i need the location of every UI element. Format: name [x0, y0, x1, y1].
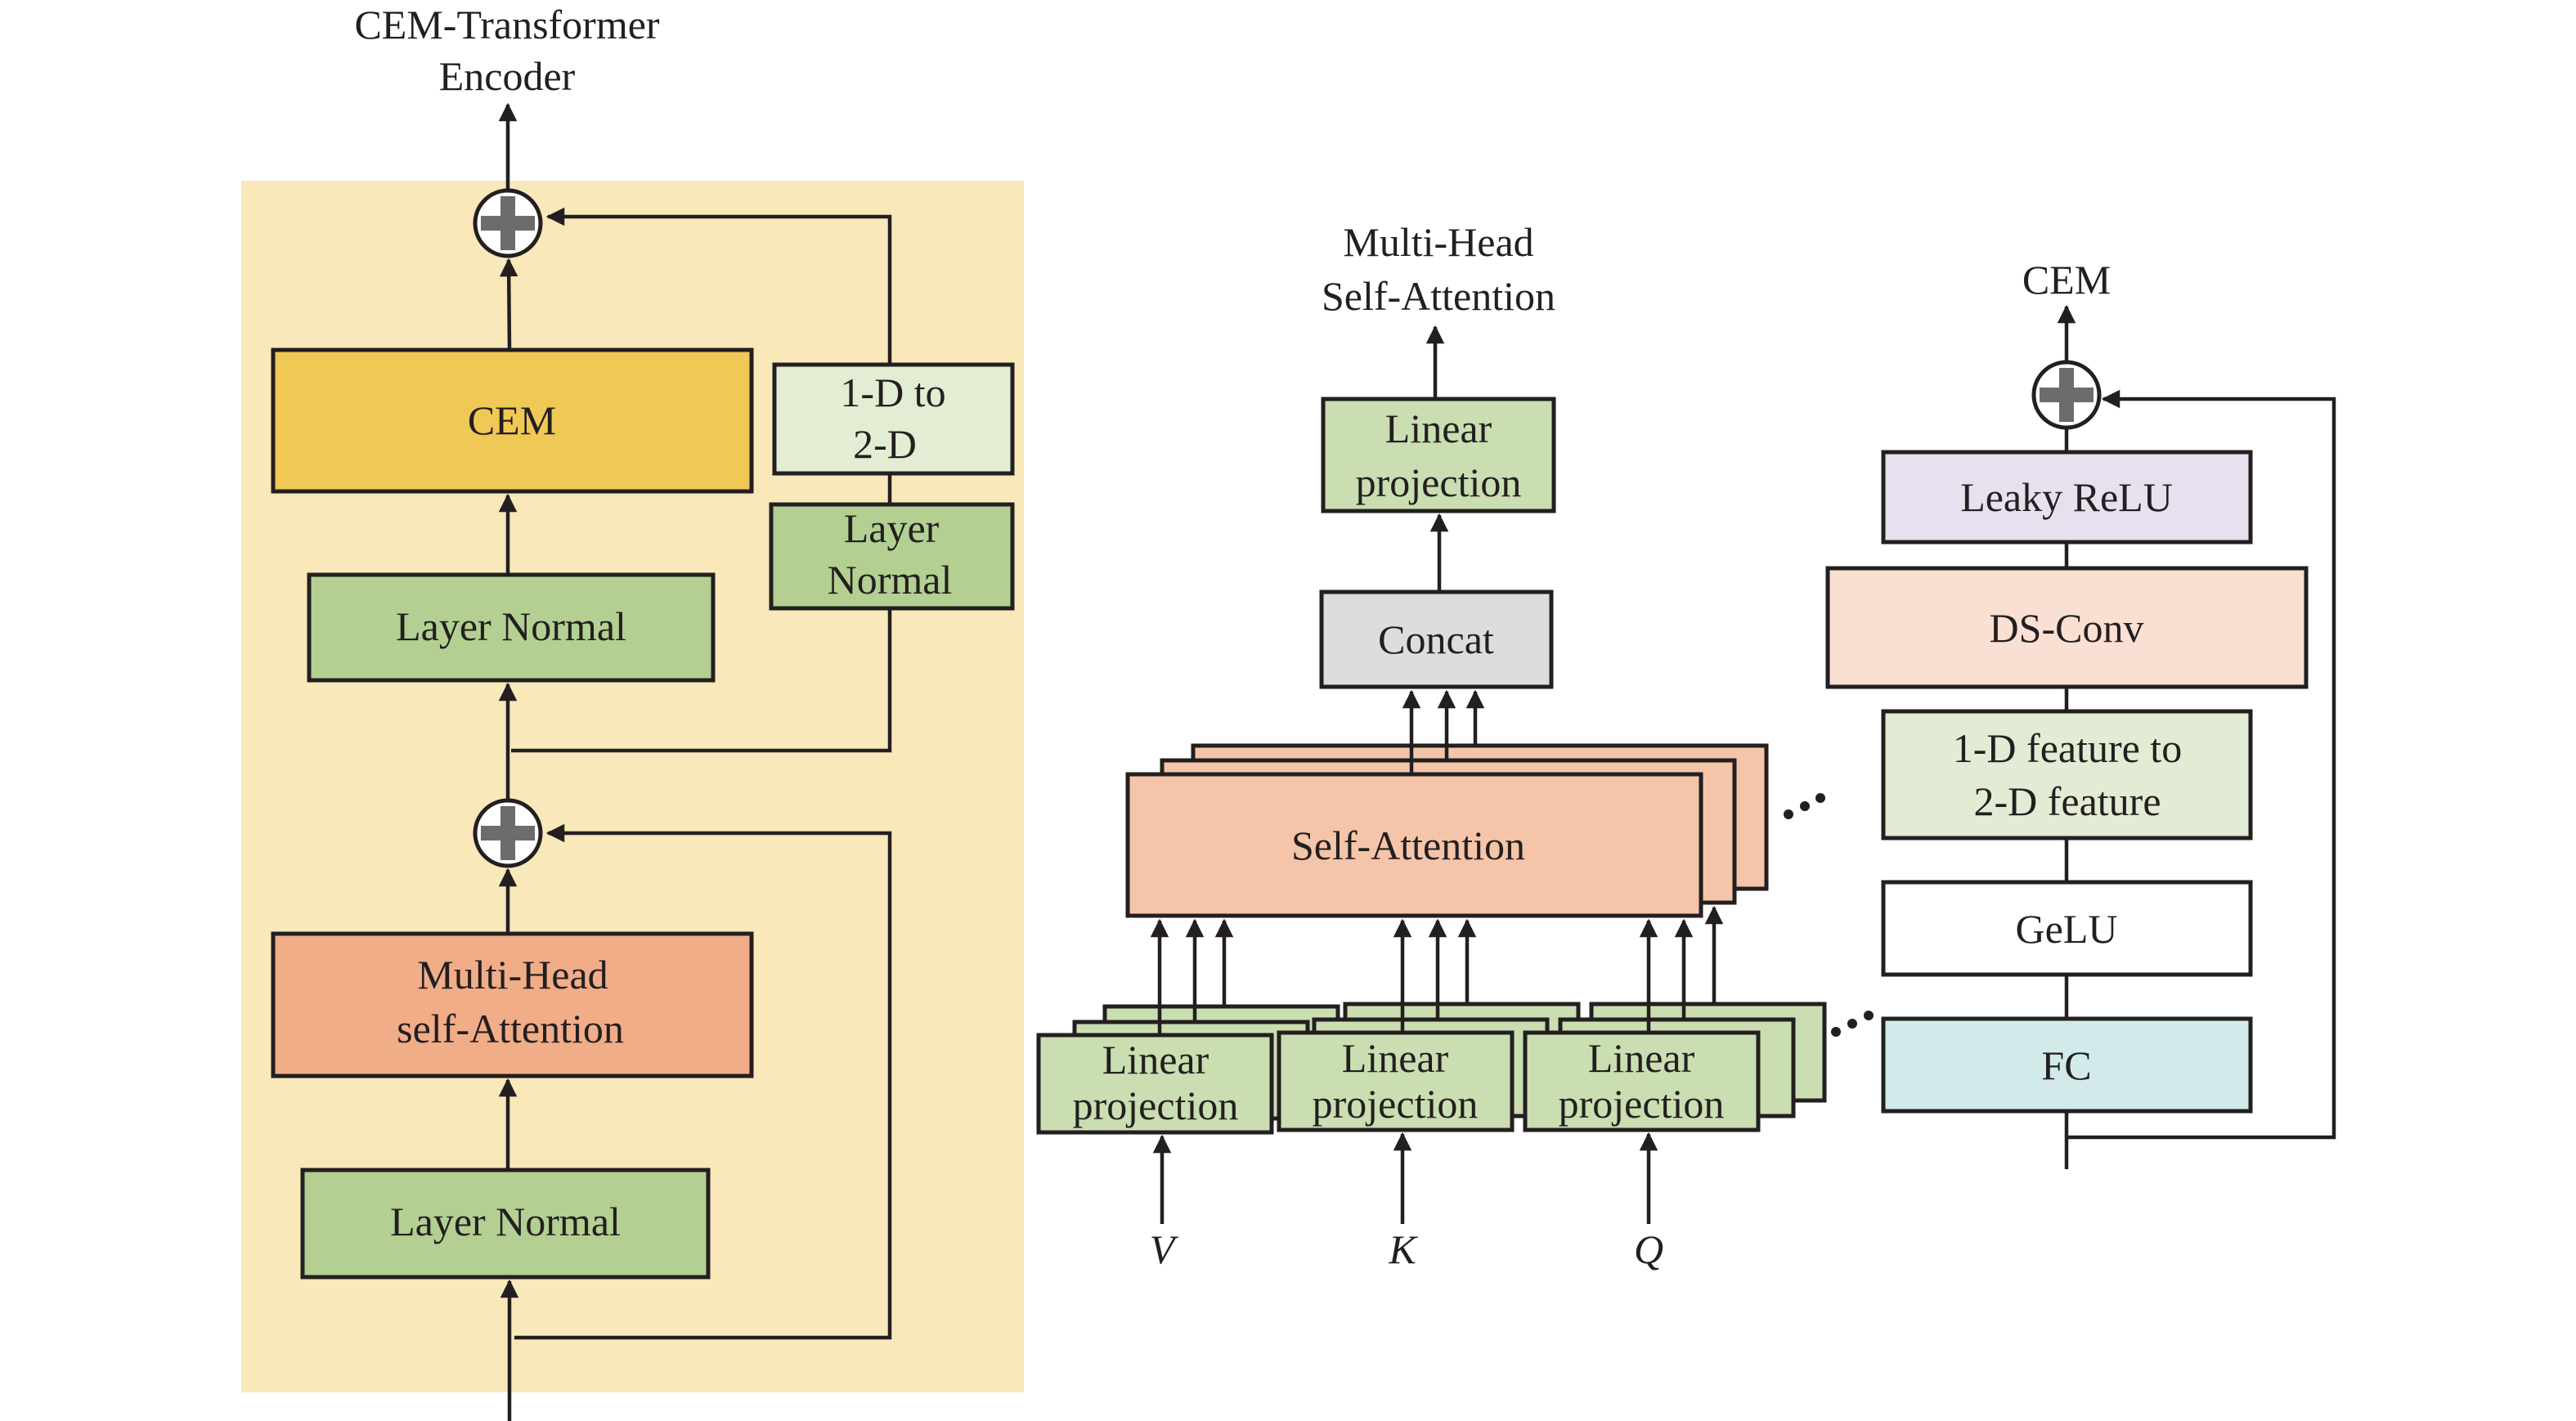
linear-projection-k-box [1277, 1030, 1515, 1132]
mhsa-title-line1: Multi-Head [1343, 219, 1533, 265]
mhsa-box [271, 931, 754, 1078]
projection-to-attention-arrows [1150, 905, 1724, 1035]
plus-circle-icon [475, 800, 541, 866]
side-norm-line2: Normal [828, 557, 953, 603]
layer-normal-bottom-box [300, 1168, 711, 1280]
leaky-relu-box [1881, 450, 2253, 545]
mhsa-label-line1: Multi-Head [417, 952, 608, 997]
cem-title: CEM [2022, 257, 2111, 303]
heads-ellipsis-icon [1784, 793, 1825, 819]
linear-projection-q-box [1523, 1030, 1761, 1132]
concat-box [1319, 589, 1554, 689]
encoder-section: CEM-Transformer Encoder CEM 1-D to 2-D L… [241, 2, 1024, 1421]
projection-k-line1: Linear [1342, 1035, 1449, 1081]
mhsa-title-line2: Self-Attention [1322, 273, 1555, 319]
fc-label: FC [2041, 1042, 2091, 1088]
side-layer-normal-box [769, 502, 1015, 611]
cem-residual-arrow [2067, 389, 2336, 1140]
gelu-label: GeLU [2016, 906, 2118, 952]
layer-normal-bottom-label: Layer Normal [390, 1199, 621, 1244]
ds-conv-label: DS-Conv [1990, 605, 2144, 651]
plus-circle-icon [475, 191, 541, 256]
projections-ellipsis-icon [1831, 1011, 1874, 1037]
encoder-title-line2: Encoder [439, 53, 576, 99]
concat-label: Concat [1378, 616, 1494, 662]
leaky-relu-label: Leaky ReLU [1960, 474, 2173, 520]
cem-box-label: CEM [468, 397, 556, 443]
feature-reshape-line1: 1-D feature to [1953, 725, 2182, 771]
cem-box [271, 347, 754, 494]
linear-projection-v-box [1036, 1033, 1274, 1135]
residual-branch-bottom-arrow [514, 823, 892, 1340]
encoder-title-line1: CEM-Transformer [354, 2, 659, 47]
layer-normal-top-label: Layer Normal [396, 603, 626, 649]
mhsa-label-line2: self-Attention [397, 1006, 624, 1051]
layer-normal-top-box [307, 572, 716, 683]
output-proj-line2: projection [1356, 459, 1522, 505]
reshape-label-line2: 2-D [853, 421, 917, 467]
reshape-label-line1: 1-D to [840, 370, 945, 415]
side-norm-line1: Layer [844, 505, 940, 551]
input-k-label: K [1388, 1226, 1418, 1272]
projection-v-line2: projection [1073, 1083, 1239, 1128]
projection-k-line2: projection [1313, 1081, 1479, 1127]
ds-conv-box [1825, 566, 2309, 689]
input-q-label: Q [1634, 1226, 1663, 1272]
reshape-1d-to-2d-box [772, 362, 1015, 476]
residual-branch-top-arrow [545, 207, 892, 365]
side-branch-line [511, 608, 892, 753]
mhsa-section: Multi-Head Self-Attention Linear project… [1036, 219, 1874, 1272]
feature-reshape-line2: 2-D feature [1973, 778, 2161, 824]
self-attention-head-1 [1125, 772, 1703, 918]
projection-v-line1: Linear [1102, 1037, 1209, 1083]
gelu-box [1881, 880, 2253, 977]
cem-section: CEM Leaky ReLU DS-Conv 1-D feature to 2-… [1825, 257, 2336, 1169]
input-v-label: V [1150, 1226, 1179, 1272]
projection-q-line2: projection [1559, 1081, 1725, 1127]
fc-box [1881, 1016, 2253, 1114]
projection-q-line1: Linear [1588, 1035, 1695, 1081]
output-proj-line1: Linear [1385, 406, 1492, 451]
output-linear-projection-box [1321, 397, 1556, 513]
plus-circle-icon [2034, 362, 2099, 428]
feature-reshape-box [1881, 709, 2253, 840]
self-attention-label: Self-Attention [1291, 823, 1525, 868]
projection-stack-q: Linear projection [1523, 1002, 1827, 1132]
